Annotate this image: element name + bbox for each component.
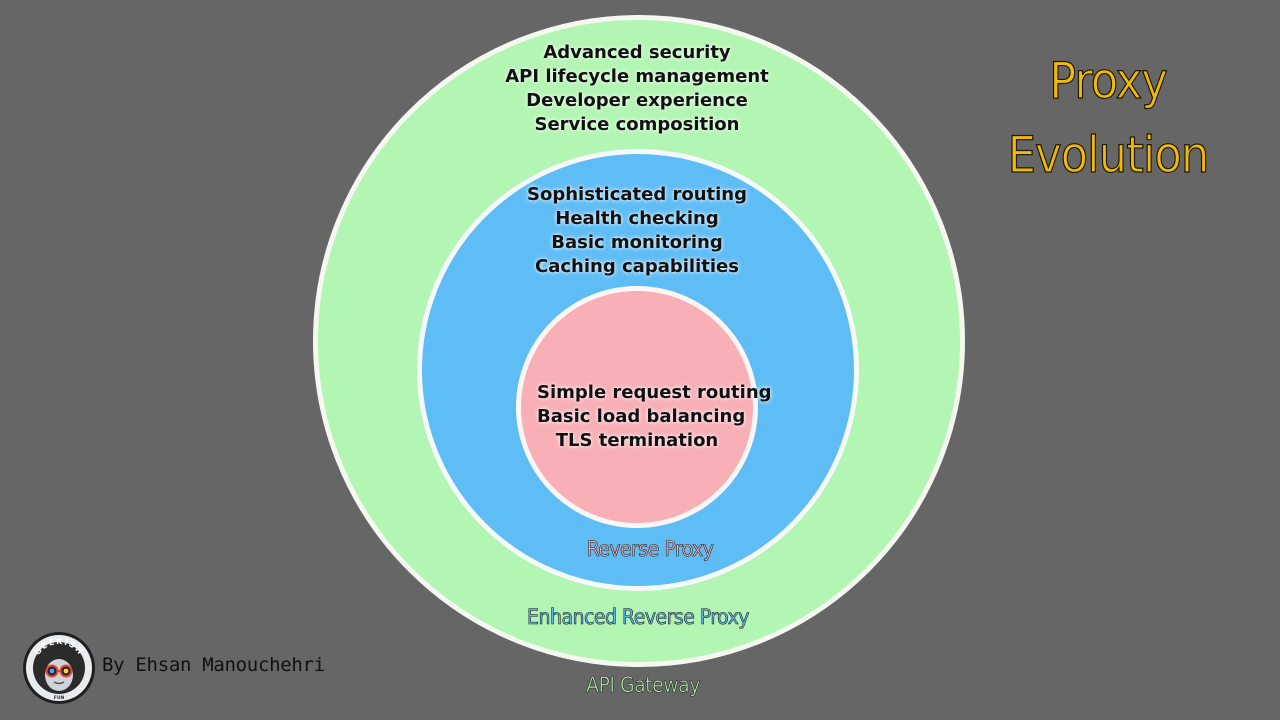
feature-item: Sophisticated routing xyxy=(527,184,747,205)
enhanced-reverse-proxy-features: Sophisticated routing Health checking Ba… xyxy=(437,183,837,279)
reverse-proxy-ring xyxy=(516,286,758,528)
logo-subtext: FUN xyxy=(54,695,65,701)
page-title: Proxy Evolution xyxy=(1000,44,1216,192)
feature-item: Basic monitoring xyxy=(551,232,723,253)
reverse-proxy-label: Reverse Proxy xyxy=(586,537,714,562)
feature-item: Basic load balancing xyxy=(537,406,746,427)
title-line: Proxy xyxy=(1048,51,1168,110)
feature-item: API lifecycle management xyxy=(505,66,769,87)
feature-item: Developer experience xyxy=(526,90,748,111)
reverse-proxy-features: Simple request routing Basic load balanc… xyxy=(537,381,772,453)
enhanced-reverse-proxy-label: Enhanced Reverse Proxy xyxy=(527,605,750,630)
feature-item: Caching capabilities xyxy=(535,256,739,277)
feature-item: Service composition xyxy=(534,114,740,135)
geekish-logo-icon: GEEKISH FUN xyxy=(23,632,95,704)
title-line: Evolution xyxy=(1007,125,1210,184)
api-gateway-features: Advanced security API lifecycle manageme… xyxy=(437,41,837,137)
feature-item: Advanced security xyxy=(543,42,731,63)
feature-item: Health checking xyxy=(555,208,719,229)
api-gateway-label: API Gateway xyxy=(586,673,701,698)
feature-item: Simple request routing xyxy=(537,382,772,403)
feature-item: TLS termination xyxy=(555,430,719,451)
author-credit: By Ehsan Manouchehri xyxy=(102,654,325,676)
